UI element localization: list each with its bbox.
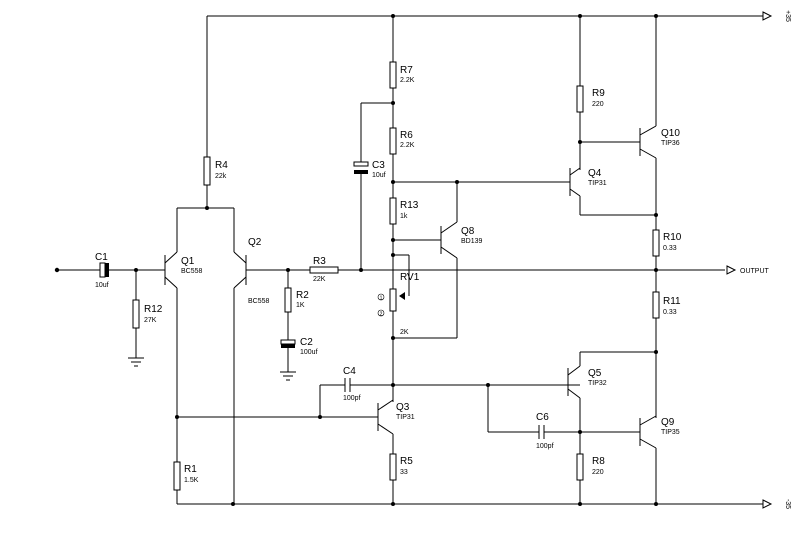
resistor-r7: R7 2.2K bbox=[389, 14, 415, 128]
q2-ref: Q2 bbox=[248, 237, 262, 248]
r8-value: 220 bbox=[592, 469, 604, 476]
r1-value: 1.5K bbox=[184, 477, 199, 484]
r5-ref: R5 bbox=[400, 456, 413, 467]
r9-ref: R9 bbox=[592, 88, 605, 99]
r12-ref: R12 bbox=[144, 304, 163, 315]
rv1-ref: RV1 bbox=[400, 272, 420, 283]
r7-ref: R7 bbox=[400, 65, 413, 76]
r13-value: 1k bbox=[400, 213, 408, 220]
r1-ref: R1 bbox=[184, 464, 197, 475]
rv1-pin2-label: 2 bbox=[380, 312, 383, 318]
q1-ref: Q1 bbox=[181, 256, 195, 267]
transistor-q3: Q3 TIP31 bbox=[377, 399, 415, 454]
c1-value: 10uf bbox=[95, 282, 109, 289]
r2-value: 1K bbox=[296, 302, 305, 309]
q4-value: TIP31 bbox=[588, 180, 607, 187]
q10-ref: Q10 bbox=[661, 128, 680, 139]
r4-ref: R4 bbox=[215, 160, 228, 171]
positive-rail: +35 bbox=[207, 10, 791, 22]
transistor-q1: Q1 BC558 bbox=[164, 208, 203, 417]
transistor-q9: Q9 TIP35 bbox=[639, 415, 680, 506]
resistor-r9: R9 220 bbox=[576, 14, 640, 170]
output-label: OUTPUT bbox=[740, 268, 770, 275]
transistor-q2: Q2 BC558 bbox=[233, 208, 310, 504]
negative-rail: -35 bbox=[233, 499, 791, 509]
q1-value: BC558 bbox=[181, 268, 203, 275]
transistor-q5: Q5 TIP32 bbox=[486, 351, 656, 454]
r6-value: 2.2K bbox=[400, 142, 415, 149]
resistor-r10: R10 0.33 bbox=[652, 229, 682, 292]
resistor-r4: R4 22k bbox=[177, 16, 234, 210]
r11-ref: R11 bbox=[663, 296, 681, 307]
q10-value: TIP36 bbox=[661, 140, 680, 147]
transistor-q4: Q4 TIP31 bbox=[569, 167, 656, 216]
q8-ref: Q8 bbox=[461, 226, 475, 237]
capacitor-c6: C6 100pf bbox=[487, 385, 580, 450]
q3-ref: Q3 bbox=[396, 402, 410, 413]
rv1-value: 2K bbox=[400, 329, 409, 336]
resistor-r12: R12 27K bbox=[128, 268, 163, 367]
capacitor-c1: C1 10uf bbox=[95, 252, 165, 289]
c3-value: 10uf bbox=[372, 172, 386, 179]
c6-value: 100pf bbox=[536, 443, 554, 450]
resistor-r1: R1 1.5K bbox=[173, 415, 235, 506]
c3-ref: C3 bbox=[372, 160, 385, 171]
r5-value: 33 bbox=[400, 469, 408, 476]
capacitor-c2: C2 100uf bbox=[280, 337, 318, 381]
c2-value: 100uf bbox=[300, 349, 318, 356]
q9-value: TIP35 bbox=[661, 429, 680, 436]
resistor-r11: R11 0.33 bbox=[652, 291, 681, 418]
output-terminal: OUTPUT bbox=[726, 265, 770, 275]
q9-ref: Q9 bbox=[661, 417, 675, 428]
input-node bbox=[54, 267, 100, 273]
r2-ref: R2 bbox=[296, 290, 309, 301]
q4-ref: Q4 bbox=[588, 168, 602, 179]
q8-value: BD139 bbox=[461, 238, 483, 245]
q5-value: TIP32 bbox=[588, 380, 607, 387]
r10-ref: R10 bbox=[663, 232, 682, 243]
r7-value: 2.2K bbox=[400, 77, 415, 84]
q3-value: TIP31 bbox=[396, 414, 415, 421]
r8-ref: R8 bbox=[592, 456, 605, 467]
q2-value: BC558 bbox=[248, 298, 270, 305]
r12-value: 27K bbox=[144, 317, 157, 324]
r9-value: 220 bbox=[592, 101, 604, 108]
c1-ref: C1 bbox=[95, 252, 108, 263]
negative-rail-label: -35 bbox=[784, 499, 791, 509]
potentiometer-rv1: RV1 2K 1 2 bbox=[377, 253, 457, 340]
resistor-r2: R2 1K bbox=[284, 268, 309, 340]
transistor-q10: Q10 TIP36 bbox=[639, 14, 680, 230]
r3-value: 22K bbox=[313, 276, 326, 283]
resistor-r8: R8 220 bbox=[576, 453, 605, 506]
q5-ref: Q5 bbox=[588, 368, 602, 379]
r3-ref: R3 bbox=[313, 256, 326, 267]
resistor-r5: R5 33 bbox=[389, 453, 413, 506]
r13-ref: R13 bbox=[400, 200, 419, 211]
transistor-q8: Q8 BD139 bbox=[391, 182, 483, 338]
capacitor-c3: C3 10uf bbox=[353, 102, 393, 272]
rv1-pin1-label: 1 bbox=[380, 296, 383, 302]
c2-ref: C2 bbox=[300, 337, 313, 348]
r10-value: 0.33 bbox=[663, 245, 677, 252]
r4-value: 22k bbox=[215, 173, 227, 180]
positive-rail-label: +35 bbox=[784, 10, 791, 22]
resistor-r3: R3 22K bbox=[309, 256, 725, 283]
r6-ref: R6 bbox=[400, 130, 413, 141]
r11-value: 0.33 bbox=[663, 309, 677, 316]
c6-ref: C6 bbox=[536, 412, 549, 423]
c4-ref: C4 bbox=[343, 366, 356, 377]
capacitor-c4: C4 100pf bbox=[318, 366, 580, 419]
resistor-r6: R6 2.2K bbox=[389, 101, 415, 198]
c4-value: 100pf bbox=[343, 395, 361, 402]
